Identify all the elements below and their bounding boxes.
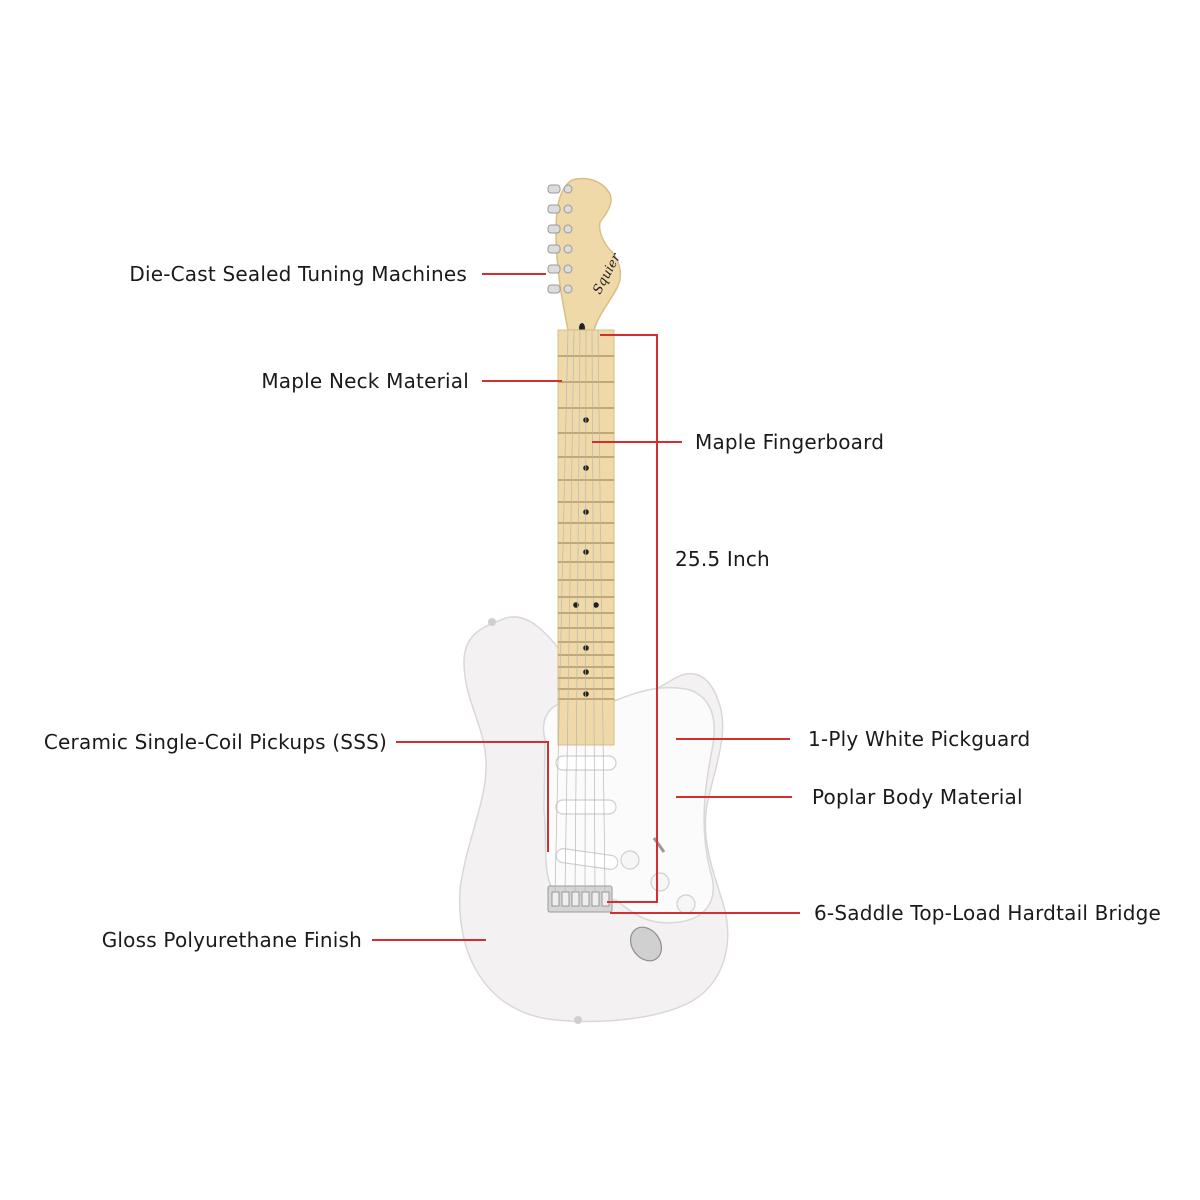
- label-pickguard: 1-Ply White Pickguard: [808, 727, 1031, 751]
- tuner-button: [547, 204, 561, 214]
- output-jack: [629, 926, 663, 962]
- label-body-material: Poplar Body Material: [812, 785, 1023, 809]
- leader-scale-length: [600, 334, 658, 903]
- tuner-post: [563, 284, 573, 294]
- label-tuning-machines: Die-Cast Sealed Tuning Machines: [129, 262, 467, 286]
- label-bridge: 6-Saddle Top-Load Hardtail Bridge: [814, 901, 1162, 925]
- fret-marker: [573, 602, 579, 608]
- saddle: [551, 891, 560, 907]
- pickups: [555, 755, 619, 870]
- label-finish: Gloss Polyurethane Finish: [101, 928, 362, 952]
- fret-marker: [593, 602, 599, 608]
- tuner-button: [547, 244, 561, 254]
- neck-pickup: [555, 755, 617, 771]
- label-pickups: Ceramic Single-Coil Pickups (SSS): [43, 730, 387, 754]
- tuner-post: [563, 264, 573, 274]
- tuning-machines: [547, 184, 573, 294]
- pickup-selector: [652, 837, 666, 853]
- controls: [620, 837, 696, 914]
- strap-button-top: [488, 618, 496, 626]
- saddle: [591, 891, 600, 907]
- bridge: [547, 885, 613, 913]
- fret-marker: [583, 669, 589, 675]
- bridge-pickup: [555, 848, 619, 870]
- fret-marker: [583, 691, 589, 697]
- fret-marker: [583, 549, 589, 555]
- strap-button-bottom: [574, 1016, 582, 1024]
- label-neck-material: Maple Neck Material: [261, 369, 469, 393]
- tuner-post: [563, 184, 573, 194]
- strings: [554, 329, 606, 893]
- saddle: [571, 891, 580, 907]
- leader-lines: [372, 273, 800, 941]
- leader-pickups: [396, 741, 549, 852]
- saddle: [561, 891, 570, 907]
- tuner-button: [547, 224, 561, 234]
- headstock: Squier: [555, 177, 624, 333]
- tone-knob-2: [676, 894, 696, 914]
- label-fingerboard: Maple Fingerboard: [695, 430, 885, 454]
- tuner-post: [563, 244, 573, 254]
- middle-pickup: [555, 799, 617, 815]
- label-scale-length: 25.5 Inch: [675, 547, 770, 571]
- tuner-post: [563, 204, 573, 214]
- tuner-button: [547, 184, 561, 194]
- tuner-button: [547, 284, 561, 294]
- saddle: [581, 891, 590, 907]
- tuner-post: [563, 224, 573, 234]
- volume-knob: [620, 850, 640, 870]
- tone-knob-1: [650, 872, 670, 892]
- tuner-button: [547, 264, 561, 274]
- saddle: [601, 891, 610, 907]
- fret-marker: [583, 645, 589, 651]
